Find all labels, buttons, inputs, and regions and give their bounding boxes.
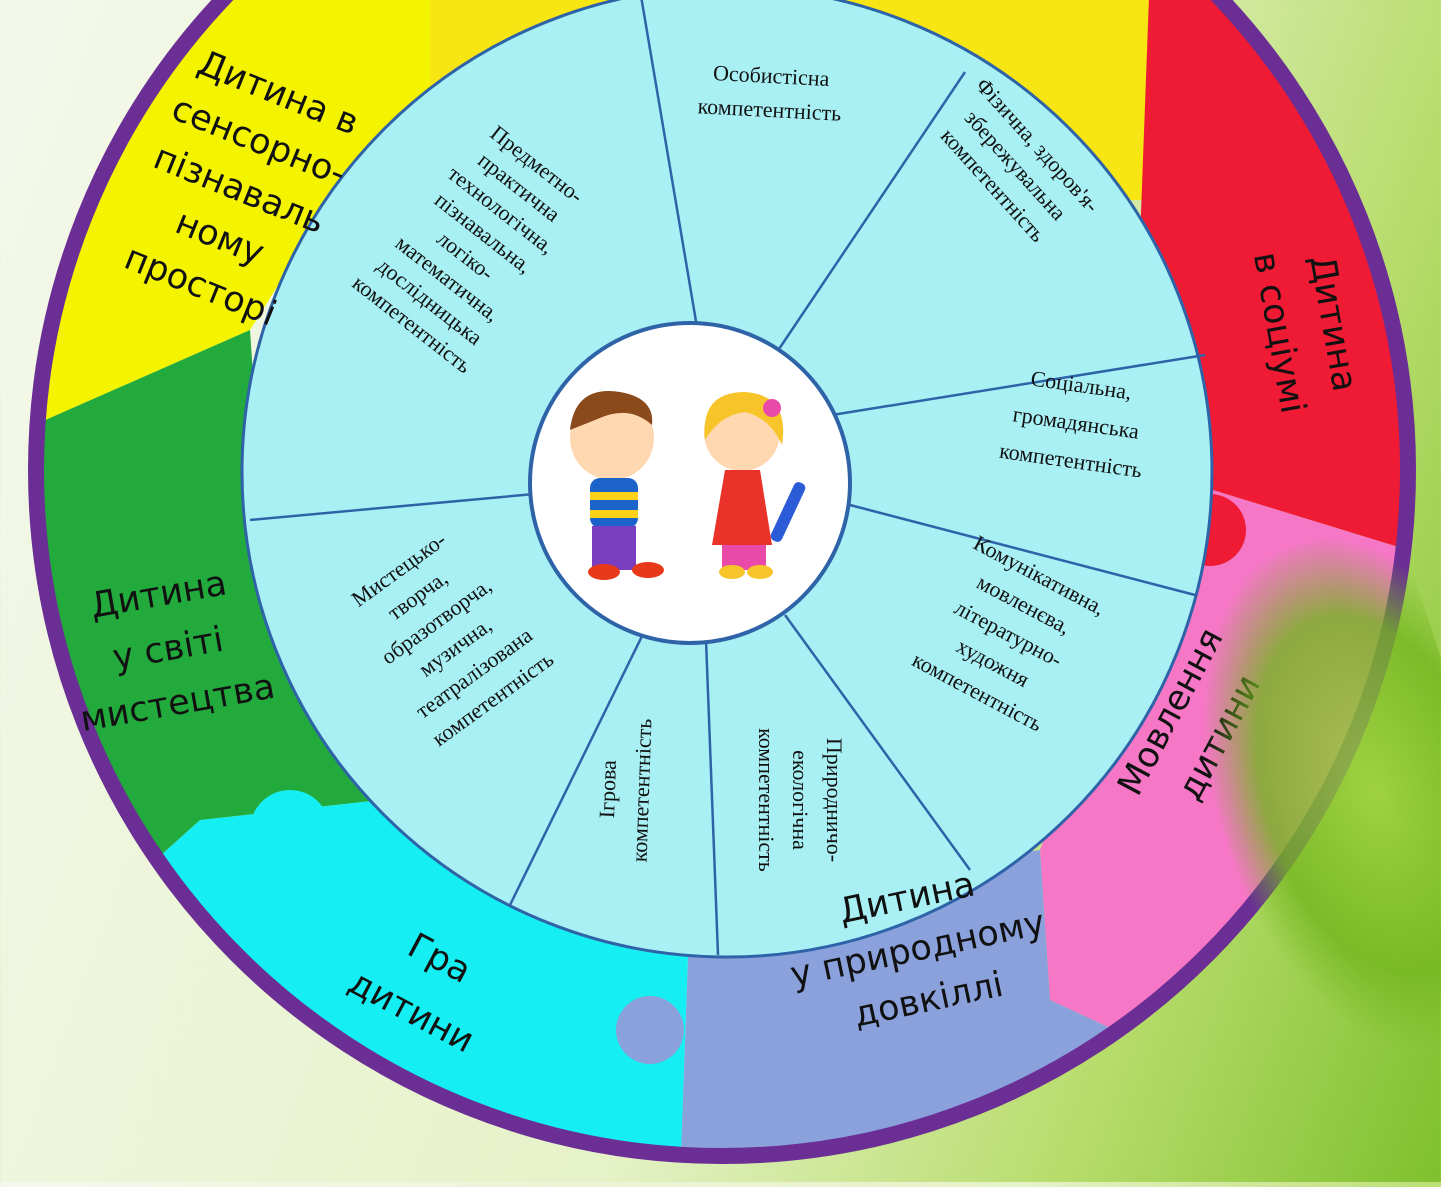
sector-sensory (36, 0, 430, 440)
boy-stripe (590, 492, 638, 500)
divider (704, 639, 720, 956)
competency-label-game-line: Ігрова (594, 759, 621, 818)
outer-border (28, 0, 1416, 1164)
competency-label-personal-line: Особистісна (712, 60, 830, 91)
competency-label-eco-line: екологічна (788, 750, 813, 850)
center-circle (528, 321, 852, 645)
divider (773, 71, 967, 356)
divider (783, 614, 972, 871)
children-illustration (570, 391, 806, 580)
divider (640, 0, 702, 346)
competency-label-game-line: компетентність (626, 718, 656, 862)
puzzle-knob (139, 394, 211, 466)
boy-shoe (632, 562, 664, 578)
competency-label-eco: Природничо-екологічна компетентність (754, 728, 847, 872)
puzzle-knob (250, 790, 330, 870)
divider (831, 353, 1206, 417)
competency-label-eco-line: компетентність (754, 728, 779, 872)
girl-shoe (719, 565, 745, 579)
puzzle-knob (1044, 824, 1116, 896)
girl-pencil (770, 482, 806, 542)
girl-dress (712, 470, 772, 545)
boy-pants (592, 526, 636, 570)
boy-stripe (590, 510, 638, 518)
girl-bow (763, 399, 781, 417)
boy-shirt (590, 478, 638, 528)
boy-shoe (588, 564, 620, 580)
girl-shoe (747, 565, 773, 579)
competency-label-eco-line: Природничо- (822, 738, 847, 862)
puzzle-knob (616, 996, 684, 1064)
boy-hair (570, 391, 653, 430)
divider (849, 503, 1196, 597)
sector-society (1140, 0, 1408, 560)
divider (508, 629, 647, 906)
